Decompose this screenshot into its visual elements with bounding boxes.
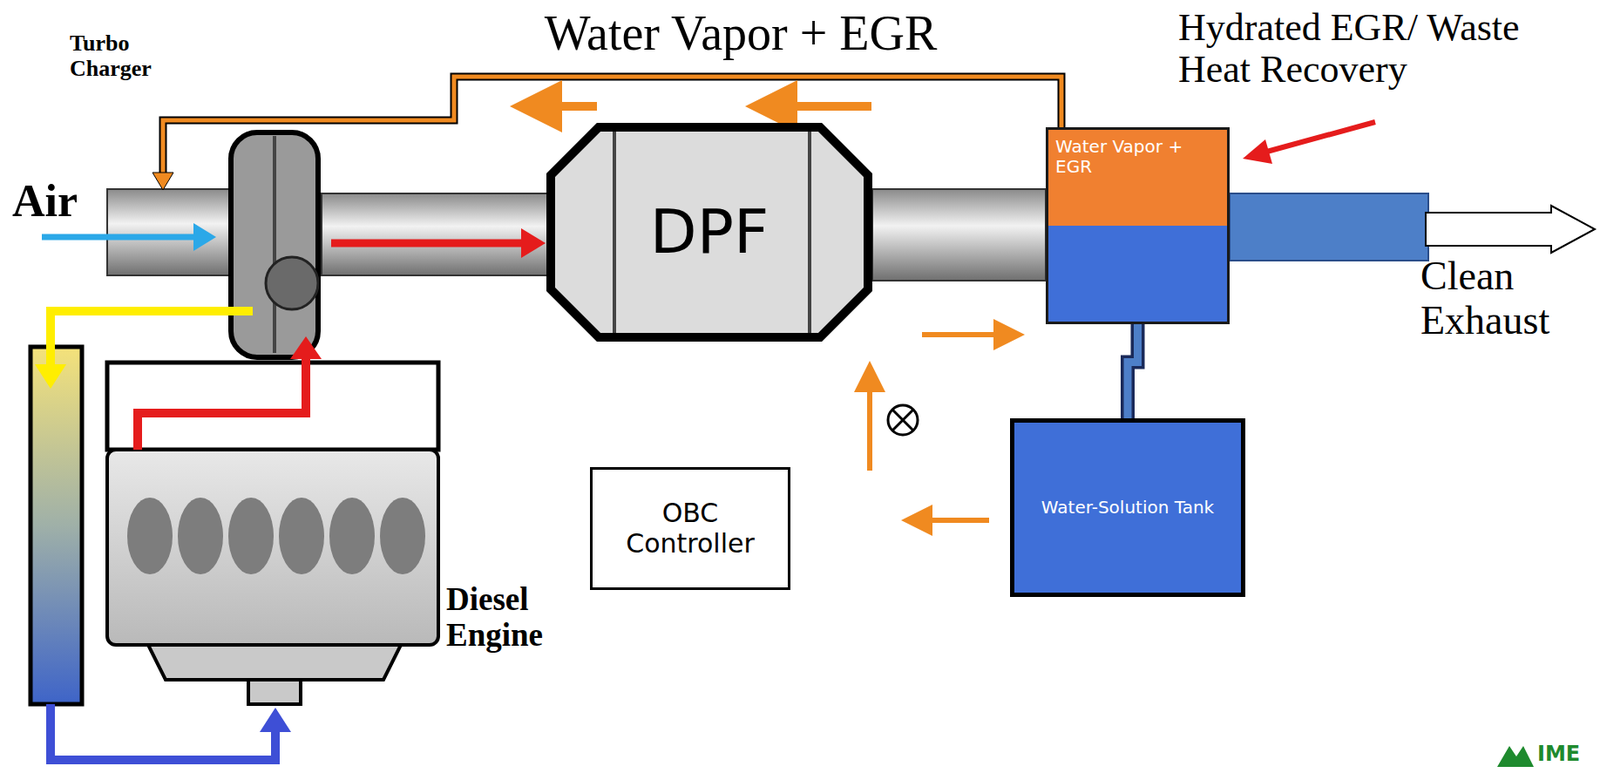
node-label: Water Vapor + EGR	[1055, 136, 1221, 177]
part-name: Air	[12, 176, 109, 226]
tank-box: Water-Solution Tank	[1010, 418, 1246, 597]
arrow-head	[521, 228, 546, 258]
intake-pipe	[107, 189, 230, 276]
controller-box: OBC Controller	[589, 467, 791, 590]
flow-arrow	[518, 101, 597, 111]
filter-octagon: DPF	[546, 122, 873, 342]
exhaust-arrow	[1425, 205, 1595, 253]
node-label: Water-Solution Tank	[1041, 497, 1214, 518]
callout-arrow	[1263, 122, 1376, 153]
oil-pan	[148, 644, 401, 680]
flow-arrow	[906, 517, 990, 523]
node-label: DPF	[650, 196, 769, 268]
valve-symbol	[888, 405, 918, 435]
arrow-head	[1242, 139, 1273, 164]
engine-block	[107, 449, 439, 645]
arrow-head	[193, 223, 217, 251]
part-name: Turbo Charger	[69, 31, 201, 82]
turbocharger	[230, 132, 319, 358]
arrow-head	[152, 172, 174, 190]
air-arrow	[41, 234, 199, 241]
arrow-head	[34, 364, 67, 389]
arrow-head	[259, 707, 292, 733]
coolant-line	[50, 704, 276, 760]
intercooler	[30, 346, 82, 705]
charge-pipe	[321, 193, 551, 276]
flow-heading: Water Vapor + EGR	[488, 6, 994, 62]
exhaust-arrow	[331, 239, 523, 248]
node-label: OBC Controller	[599, 498, 781, 559]
flow-arrow	[922, 332, 1020, 338]
watermark: IME	[1537, 742, 1595, 766]
engine-head	[107, 362, 439, 450]
exhaust-line	[137, 357, 306, 450]
callout-text: Hydrated EGR/ Waste Heat Recovery	[1178, 6, 1588, 92]
arrow-head	[290, 336, 322, 360]
charge-air-line	[50, 311, 253, 367]
flow-arrow	[753, 101, 872, 111]
part-name: Diesel Engine	[446, 582, 577, 653]
flow-arrow	[867, 366, 873, 471]
logo-mark	[1497, 745, 1534, 767]
exhaust-pipe	[872, 189, 1046, 281]
egr-mixing-box: Water Vapor + EGR	[1045, 127, 1230, 325]
outlet-pipe	[1229, 193, 1429, 261]
output-label: Clean Exhaust	[1420, 254, 1595, 343]
cylinders	[127, 497, 426, 575]
